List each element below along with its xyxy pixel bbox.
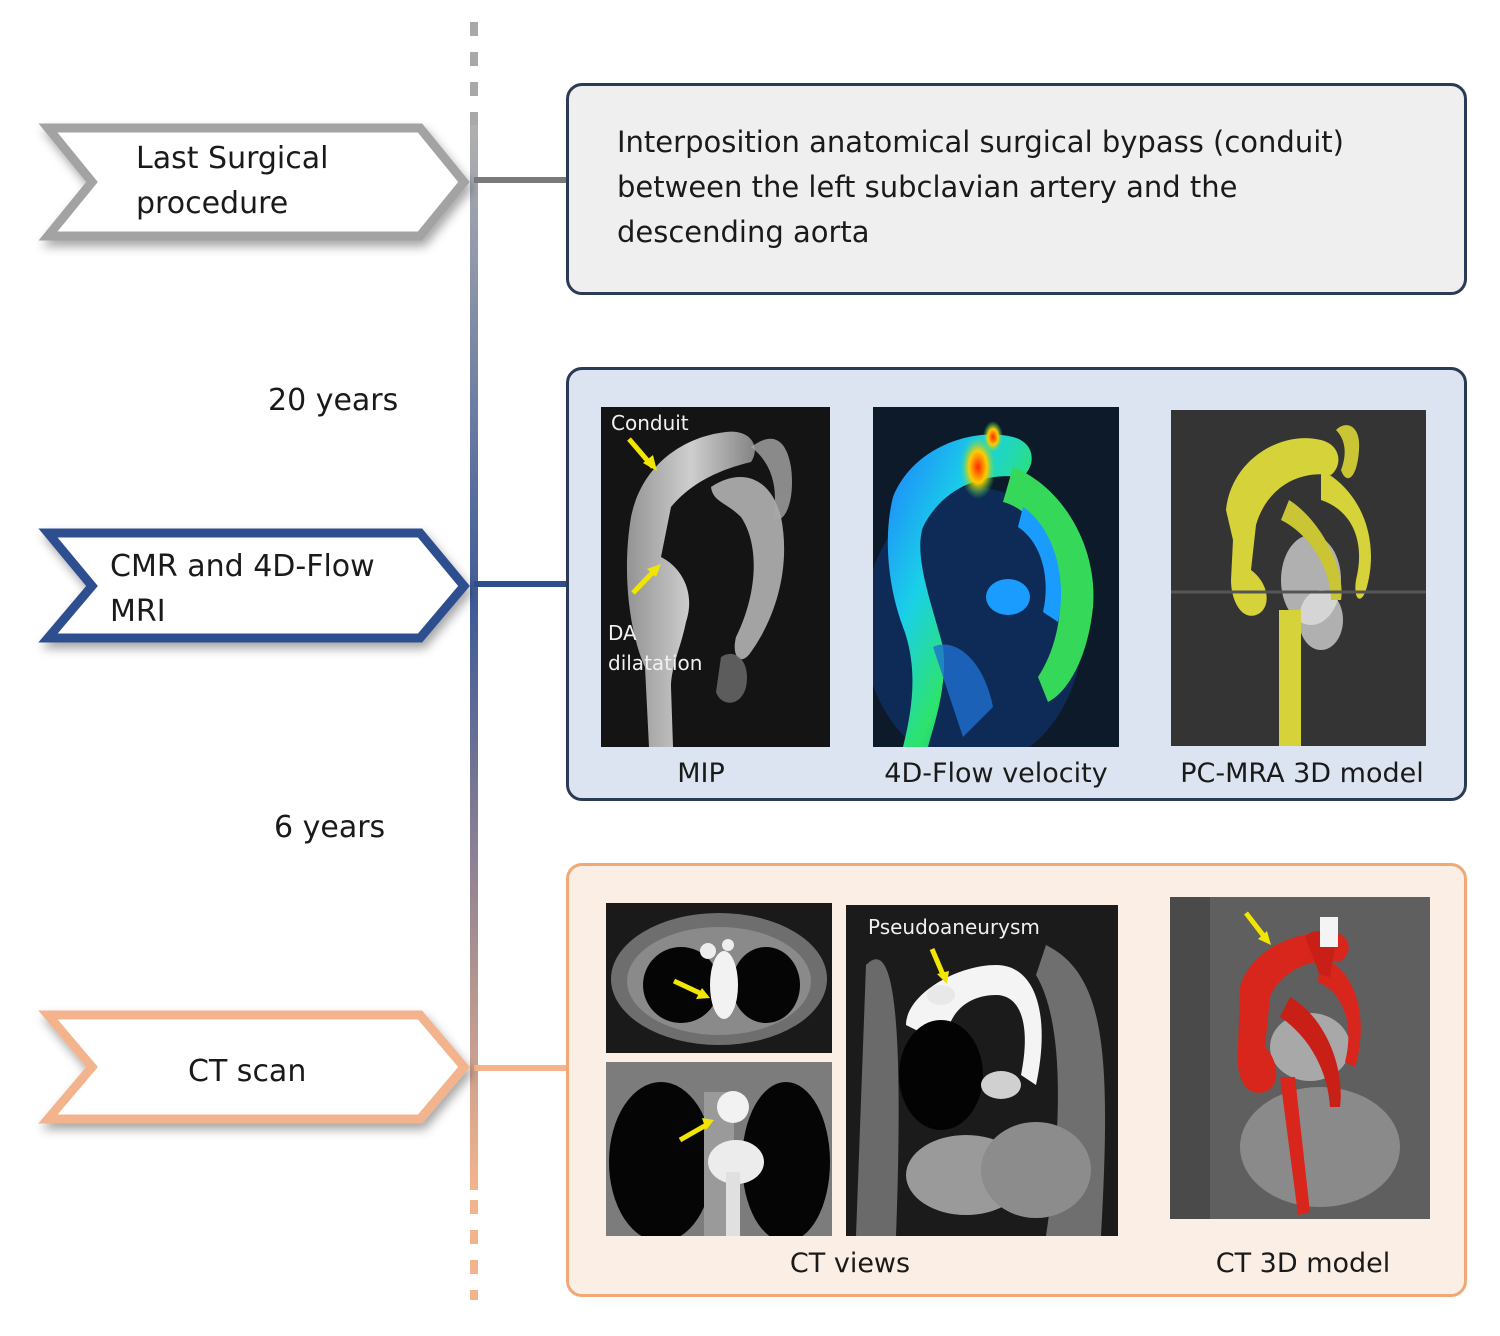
timeline-axis xyxy=(470,125,478,1190)
mip-illustration xyxy=(626,431,792,747)
annotation-conduit: Conduit xyxy=(611,411,689,435)
event-label-line: Last Surgical xyxy=(136,141,329,176)
surgery-description-panel: Interposition anatomical surgical bypass… xyxy=(566,83,1467,295)
event-label-line: procedure xyxy=(136,186,289,221)
description-line: between the left subclavian artery and t… xyxy=(617,170,1238,204)
chevron-ct xyxy=(38,1010,470,1124)
chevron-cmr xyxy=(38,528,470,643)
description-line: descending aorta xyxy=(617,215,870,249)
annotation-dilatation: dilatation xyxy=(608,651,703,675)
event-label-ct: CT scan xyxy=(188,1049,306,1094)
caption-4d-flow: 4D-Flow velocity xyxy=(884,758,1108,789)
event-label-line: MRI xyxy=(110,594,166,629)
caption-ct-views: CT views xyxy=(789,1248,911,1279)
interval-label-6-years: 6 years xyxy=(274,810,386,845)
ct-axial-image xyxy=(606,903,832,1053)
caption-pc-mra: PC-MRA 3D model xyxy=(1180,758,1424,789)
event-label-cmr: CMR and 4D-Flow MRI xyxy=(110,544,375,634)
4d-flow-velocity-image xyxy=(873,407,1119,747)
arrow-icon xyxy=(678,1121,710,1143)
annotation-pseudoaneurysm: Pseudoaneurysm xyxy=(868,915,1040,939)
flow-illustration xyxy=(873,407,1119,747)
description-line: Interposition anatomical surgical bypass… xyxy=(617,125,1344,159)
ct-3d-model-image xyxy=(1170,897,1430,1219)
chevron-surgery xyxy=(38,123,470,241)
event-label-surgery: Last Surgical procedure xyxy=(136,136,328,226)
arrow-icon xyxy=(672,978,706,998)
event-label-line: CT scan xyxy=(188,1054,307,1089)
pc-mra-3d-model-image xyxy=(1171,410,1426,746)
mip-image: Conduit DA dilatation xyxy=(601,407,830,747)
mra-model-illustration xyxy=(1171,410,1426,746)
arrow-icon xyxy=(929,948,947,978)
surgery-description: Interposition anatomical surgical bypass… xyxy=(617,120,1344,255)
event-label-line: CMR and 4D-Flow xyxy=(110,549,375,584)
ct-sagittal-image: Pseudoaneurysm xyxy=(846,905,1118,1236)
arrow-icon xyxy=(1244,911,1268,941)
annotation-da: DA xyxy=(608,621,637,645)
caption-mip: MIP xyxy=(677,758,725,789)
interval-label-20-years: 20 years xyxy=(268,383,399,418)
caption-ct-3d-model: CT 3D model xyxy=(1215,1248,1391,1279)
ct-coronal-image xyxy=(606,1062,832,1236)
